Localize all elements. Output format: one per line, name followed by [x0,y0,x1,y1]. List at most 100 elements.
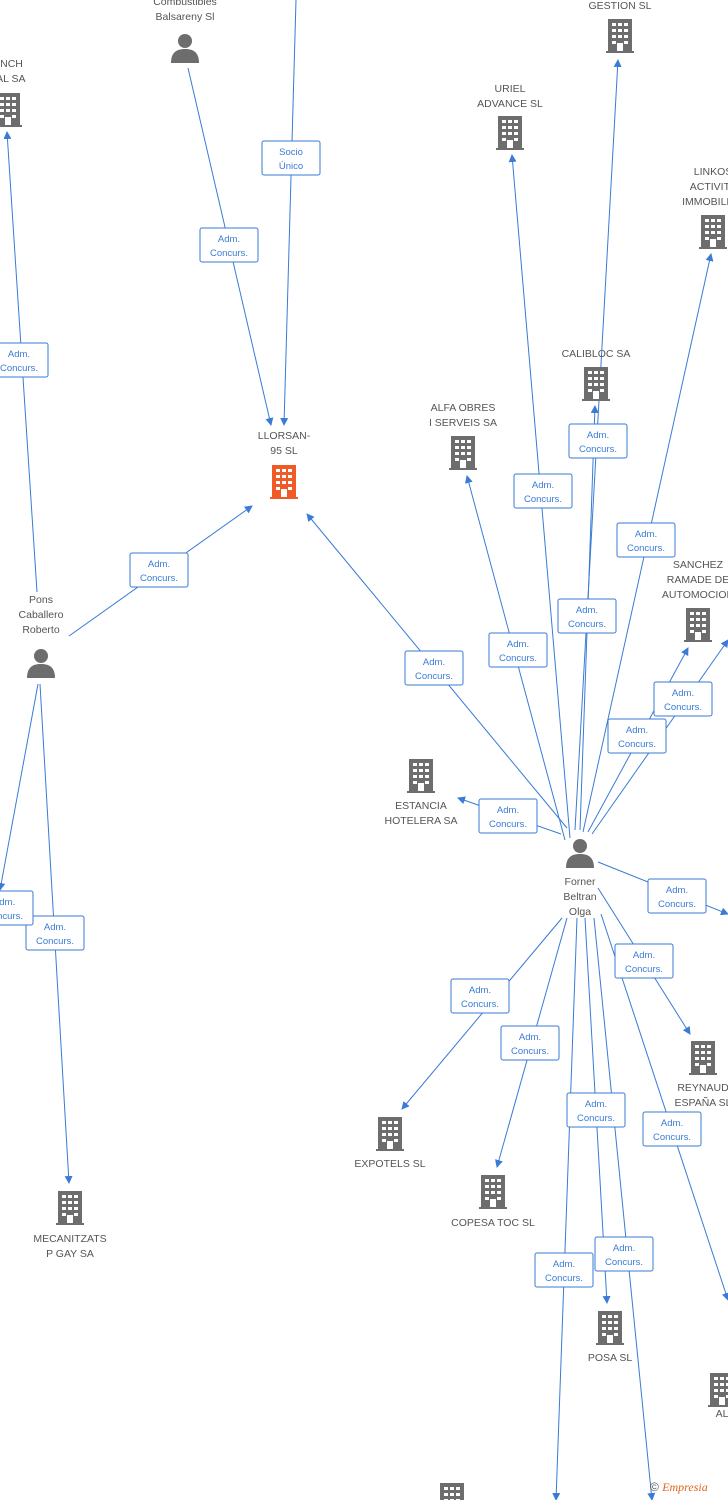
relation-label-text: Adm. [553,1259,575,1270]
relation-label-box[interactable]: Adm. Concurs. [450,978,510,1014]
relation-label-frame [607,718,667,754]
relation-label-frame [404,650,464,686]
node-label: LINKOS [694,166,728,178]
node-label: I SERVEIS SA [429,417,497,429]
node-gestion[interactable]: GESTION SL [588,0,652,53]
person-icon [566,839,594,868]
relation-label-box[interactable]: Adm. Concurs. [513,473,573,509]
empresia-logo[interactable]: Empresia [662,1480,708,1494]
relation-edge [593,917,656,1500]
relation-label-text: Concurs. [627,543,665,554]
company-building-icon [582,367,610,401]
relation-label-text: Adm. [626,725,648,736]
relation-label-text: Adm. [532,480,554,491]
node-bottom[interactable] [438,1483,466,1500]
node-label: Roberto [22,624,60,636]
relation-label-text: Concurs. [618,739,656,750]
relation-label-box[interactable]: Adm. Concurs. [557,598,617,634]
relation-label-text: Concurs. [605,1257,643,1268]
node-label: EXPOTELS SL [354,1158,425,1170]
relation-label-text: Adm. [148,559,170,570]
relation-label-text: Adm. [587,430,609,441]
relation-label-frame [647,878,707,914]
relation-label-text: Concurs. [0,911,23,922]
node-label: Beltran [563,891,596,903]
company-building-icon [596,1311,624,1345]
node-label: 95 SL [270,445,298,457]
relation-label-text: Adm. [633,950,655,961]
relation-label-box[interactable]: Adm. Concurs. [616,522,676,558]
node-label: TAL SA [0,73,26,85]
node-llorsan[interactable]: LLORSAN-95 SL [258,430,311,499]
node-label: ANCH [0,58,23,70]
relation-label-box[interactable]: Adm.Concurs. [404,650,464,686]
relation-label-text: Concurs. [568,619,606,630]
person-icon [171,34,199,63]
relation-label-box[interactable]: Adm.Concurs. [129,552,189,588]
node-label: COPESA TOC SL [451,1217,535,1229]
relation-label-text: Adm. [423,657,445,668]
relation-label-text: Adm. [469,985,491,996]
node-anch[interactable]: ANCH TAL SA [0,58,26,127]
node-expotels[interactable]: EXPOTELS SL [354,1117,426,1170]
relation-label-box[interactable]: Adm.Concurs. [478,798,538,834]
node-linkos[interactable]: LINKOSACTIVITAIMMOBILIAR [682,166,728,249]
node-label: SANCHEZ [673,559,724,571]
relation-label-box[interactable]: Adm. Concurs. [607,718,667,754]
company-building-icon [0,93,22,127]
relation-label-box[interactable]: Adm.Concurs. [500,1025,560,1061]
relation-label-text: Concurs. [625,964,663,975]
relation-label-frame [568,423,628,459]
relation-label-text: Concurs. [489,819,527,830]
relation-label-text: Concurs. [545,1273,583,1284]
relation-label-text: Adm. [661,1118,683,1129]
relation-label-box[interactable]: Adm.Concurs. [25,915,85,951]
relation-label-frame [0,890,34,926]
relation-label-text: Adm. [576,605,598,616]
copyright-symbol: © [650,1480,659,1494]
relation-label-box[interactable]: Adm.Concurs. [642,1111,702,1147]
relation-label-box[interactable]: Adm. Concurs. [534,1252,594,1288]
relation-label-box[interactable]: Adm.Concurs. [199,227,259,263]
relation-label-text: Concurs. [461,999,499,1010]
relation-label-text: Concurs. [524,494,562,505]
relation-label-text: Adm. [672,688,694,699]
company-building-icon [684,608,712,642]
relation-label-box[interactable]: Adm.Concurs. [488,632,548,668]
relation-label-box[interactable]: Adm. Concurs. [568,423,628,459]
company-building-icon [56,1191,84,1225]
relation-label-frame [129,552,189,588]
node-label: REYNAUD [677,1082,728,1094]
relation-label-box[interactable]: Adm.Concurs. [0,342,49,378]
relation-label-text: Adm. [8,349,30,360]
relation-label-box[interactable]: Adm.Concurs. [653,681,713,717]
relation-label-text: Adm. [585,1099,607,1110]
node-label: IMMOBILIAR [682,196,728,208]
relation-label-text: Adm. [635,529,657,540]
relation-label-box[interactable]: Adm.Concurs. [594,1236,654,1272]
relation-label-box[interactable]: Adm.Concurs. [566,1092,626,1128]
node-label: Combustibles [153,0,217,8]
node-posa[interactable]: POSA SL [588,1311,633,1364]
node-al[interactable]: AL [708,1373,728,1420]
node-copesa[interactable]: COPESA TOC SL [451,1175,535,1229]
relation-edge [552,917,578,1500]
relation-label-box[interactable]: Adm. Concurs. [614,943,674,979]
relation-label-box[interactable]: Adm.Concurs. [0,890,34,926]
node-calibloc[interactable]: CALIBLOC SA [562,348,631,401]
relation-label-text: Concurs. [579,444,617,455]
relation-label-box[interactable]: Adm.Concurs. [647,878,707,914]
node-label: AL [716,1408,728,1420]
